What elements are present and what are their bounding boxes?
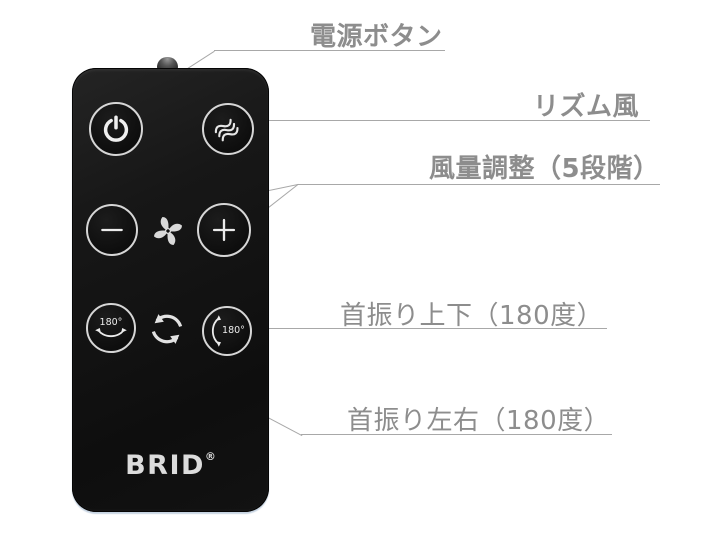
brand-logo: BRID® — [72, 450, 269, 481]
fan-speed-minus-button — [86, 204, 138, 256]
leader-line-oscillate-up-down — [252, 328, 607, 329]
rotate-arrows-icon — [148, 310, 186, 348]
power-button-label: 電源ボタン — [310, 22, 443, 52]
rhythm-wind-label: リズム風 — [533, 92, 640, 122]
leader-line-oscillate-left-right — [301, 434, 612, 435]
fan-blades-icon — [150, 213, 186, 249]
leader-line-volume — [297, 184, 660, 185]
arc-arrows-down-icon — [94, 327, 128, 341]
minus-icon — [99, 217, 125, 243]
breeze-waves-icon — [212, 113, 244, 145]
leader-line-power — [214, 50, 445, 51]
oscillation-left-right-label: 首振り左右（180度） — [347, 406, 611, 436]
oscillate-up-down-button: 180° — [202, 306, 252, 356]
oscillate-left-right-button: 180° — [86, 303, 136, 353]
plus-icon — [210, 216, 238, 244]
air-volume-label: 風量調整（5段階） — [429, 154, 660, 184]
degree-text: 180° — [99, 316, 123, 328]
degree-text: 180° — [222, 325, 245, 336]
arc-arrows-left-icon — [209, 314, 222, 348]
registered-mark: ® — [204, 450, 216, 463]
brand-logo-text: BRID — [125, 450, 205, 481]
fan-speed-plus-button — [197, 203, 251, 257]
rhythm-wind-button — [202, 103, 254, 155]
power-icon — [101, 114, 131, 144]
oscillation-up-down-label: 首振り上下（180度） — [340, 301, 604, 331]
leader-line-rhythm — [253, 120, 650, 121]
ir-led-bump — [157, 57, 178, 70]
power-button — [89, 102, 143, 156]
